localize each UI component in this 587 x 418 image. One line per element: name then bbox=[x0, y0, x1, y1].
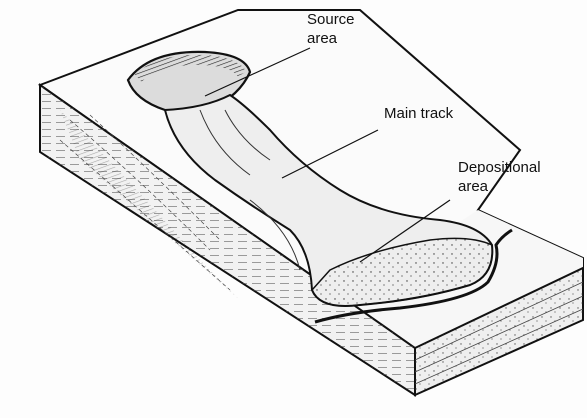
source-area-label: Source area bbox=[307, 10, 355, 48]
depositional-area-label: Depositional area bbox=[458, 158, 541, 196]
main-track-label: Main track bbox=[384, 104, 453, 123]
